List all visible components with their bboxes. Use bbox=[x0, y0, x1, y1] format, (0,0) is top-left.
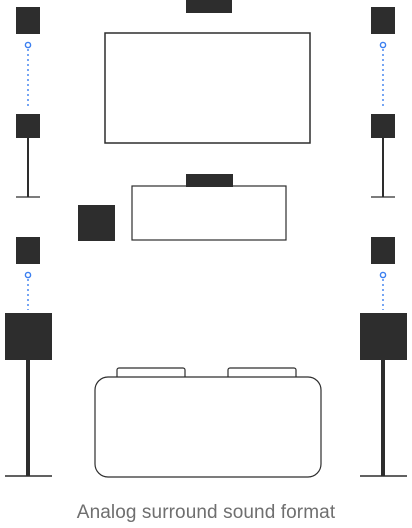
left-surround-height-speaker bbox=[16, 237, 40, 264]
left-front-speaker bbox=[16, 114, 40, 138]
left-front-height-speaker bbox=[16, 7, 40, 34]
tv-icon bbox=[104, 32, 311, 144]
dotted-link-icon bbox=[379, 41, 387, 49]
sofa-body bbox=[94, 376, 322, 478]
left-surround-speaker bbox=[5, 313, 52, 360]
diagram-caption: Analog surround sound format bbox=[76, 502, 336, 523]
sofa-icon bbox=[94, 367, 322, 478]
right-surround-height-speaker bbox=[371, 237, 395, 264]
right-front-height-speaker bbox=[371, 7, 395, 34]
center-speaker bbox=[186, 174, 233, 187]
dotted-link-icon bbox=[24, 41, 32, 49]
subwoofer-icon bbox=[78, 205, 115, 241]
top-center-speaker bbox=[186, 0, 232, 13]
dotted-link-icon bbox=[379, 271, 387, 279]
right-surround-speaker bbox=[360, 313, 407, 360]
right-front-speaker bbox=[371, 114, 395, 138]
media-cabinet-icon bbox=[131, 185, 287, 241]
dotted-link-icon bbox=[24, 271, 32, 279]
